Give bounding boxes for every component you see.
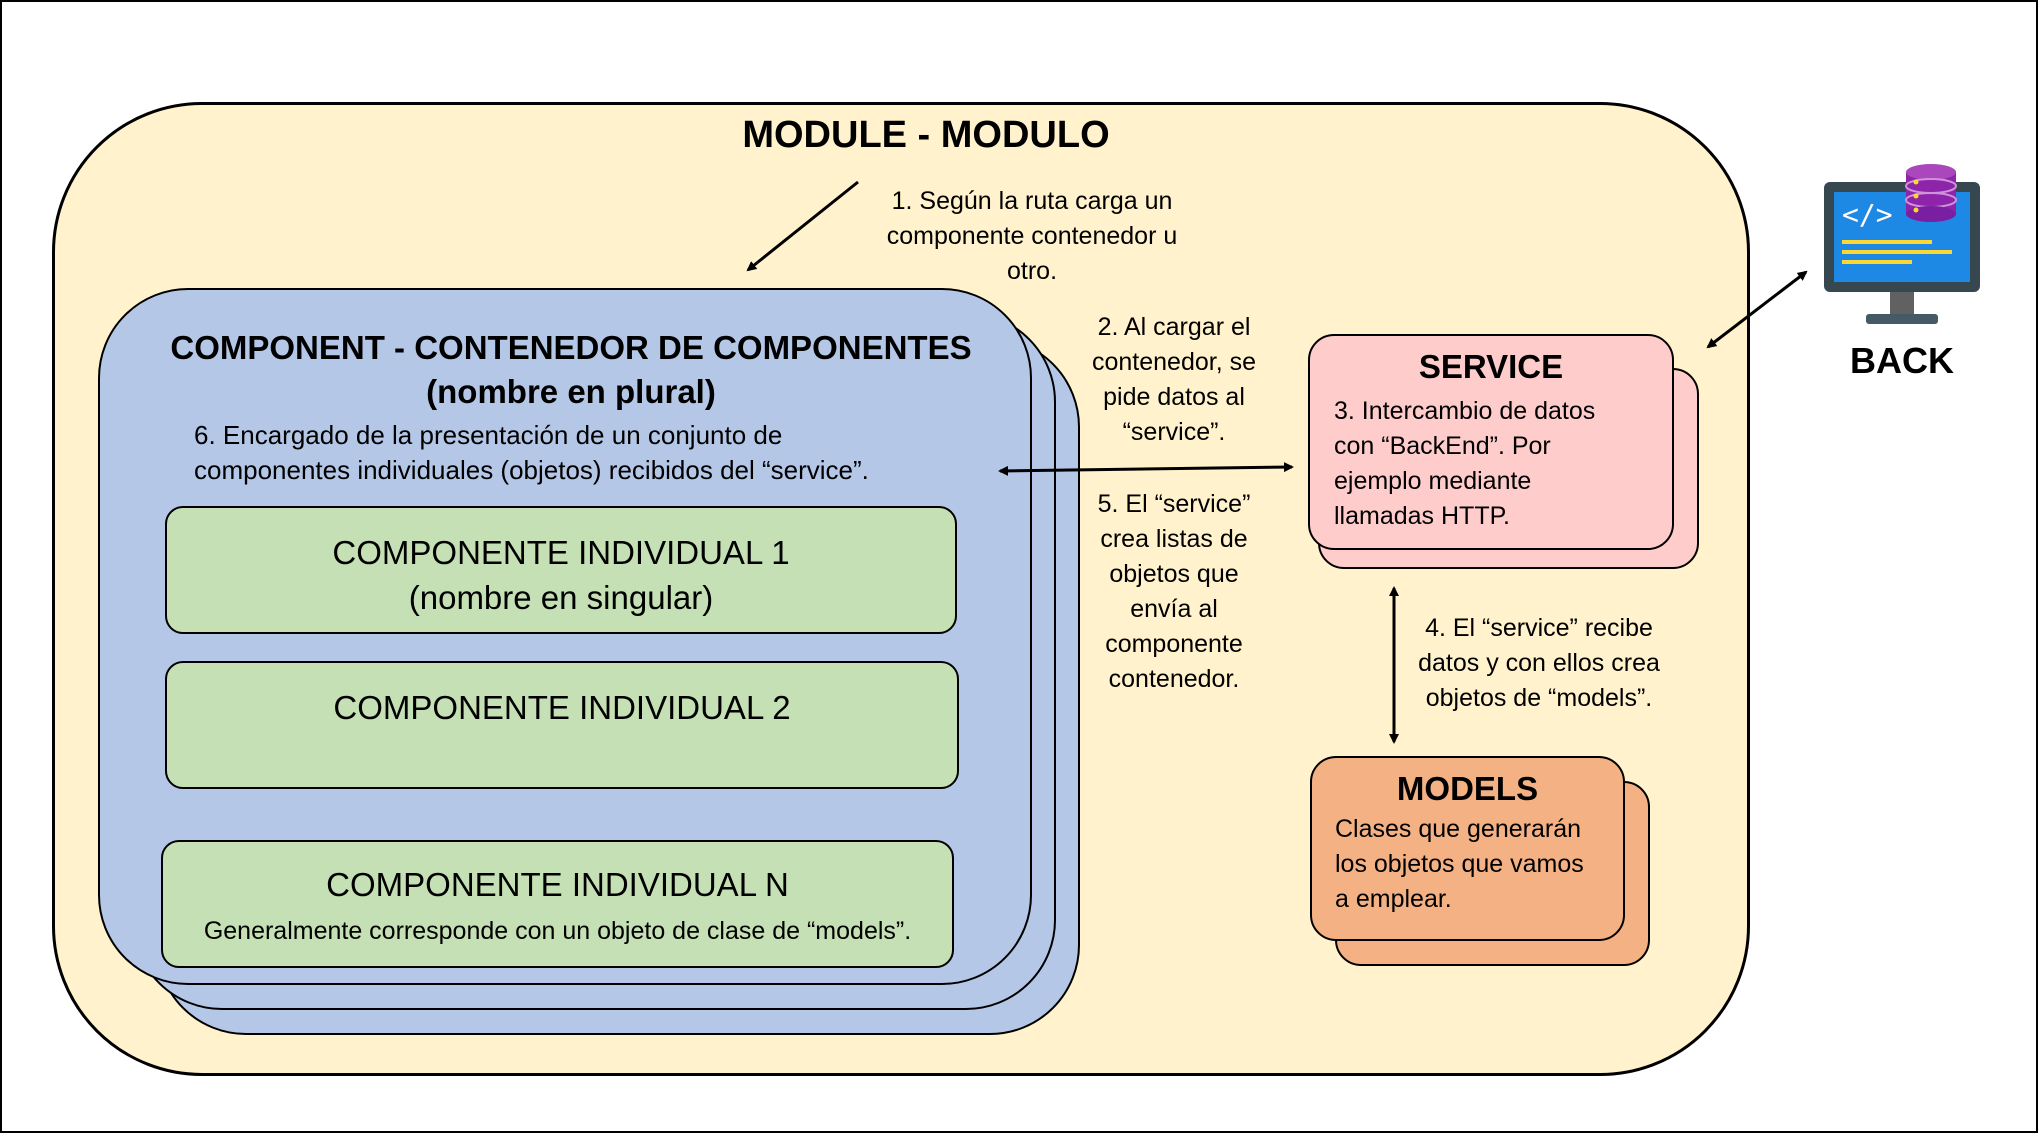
models-title: MODELS	[1396, 770, 1539, 807]
individual-component-n: COMPONENTE INDIVIDUAL N Generalmente cor…	[161, 840, 954, 968]
code-line-1	[1842, 240, 1932, 244]
individual-component-1-subtitle: (nombre en singular)	[408, 579, 714, 616]
computer-database-icon: </>	[1824, 164, 1980, 324]
service-title: SERVICE	[1418, 348, 1564, 385]
component-container-title: COMPONENT - CONTENEDOR DE COMPONENTES (n…	[120, 326, 1022, 414]
models-box: MODELS Clases que generarán los objetos …	[1310, 756, 1625, 941]
back-label: BACK	[1850, 340, 1954, 381]
component-title-line2: (nombre en plural)	[426, 373, 716, 410]
models-text: Clases que generarán los objetos que vam…	[1335, 815, 1584, 913]
individual-component-1-title: COMPONENTE INDIVIDUAL 1	[332, 534, 790, 571]
arrow-container-service	[998, 462, 1294, 476]
individual-component-n-title: COMPONENTE INDIVIDUAL N	[326, 866, 789, 903]
component-title-line1: COMPONENT - CONTENEDOR DE COMPONENTES	[170, 329, 972, 366]
service-box: SERVICE 3. Intercambio de datos con “Bac…	[1308, 334, 1674, 550]
component-container-description: 6. Encargado de la presentación de un co…	[194, 420, 869, 485]
code-line-3	[1842, 260, 1912, 264]
arrow-module-to-container	[746, 180, 859, 272]
arrow-service-back	[1706, 270, 1808, 349]
module-title: MODULE - MODULO	[742, 114, 1110, 156]
monitor-neck	[1890, 292, 1914, 316]
individual-component-2-title: COMPONENTE INDIVIDUAL 2	[333, 689, 791, 726]
individual-component-1: COMPONENTE INDIVIDUAL 1 (nombre en singu…	[165, 506, 957, 634]
service-text: 3. Intercambio de datos con “BackEnd”. P…	[1334, 397, 1596, 530]
step-2-note: 2. Al cargar el contenedor, se pide dato…	[1091, 313, 1256, 446]
individual-component-2: COMPONENTE INDIVIDUAL 2	[165, 661, 959, 789]
individual-component-n-note: Generalmente corresponde con un objeto d…	[203, 917, 912, 945]
step-1-note: 1. Según la ruta carga un componente con…	[886, 187, 1178, 285]
monitor-base	[1866, 314, 1938, 324]
step-5-note: 5. El “service” crea listas de objetos q…	[1097, 490, 1251, 693]
step-4-note: 4. El “service” recibe datos y con ellos…	[1418, 614, 1660, 712]
code-tag-glyph: </>	[1842, 198, 1893, 231]
database-icon	[1905, 164, 1957, 222]
code-line-2	[1842, 250, 1952, 254]
